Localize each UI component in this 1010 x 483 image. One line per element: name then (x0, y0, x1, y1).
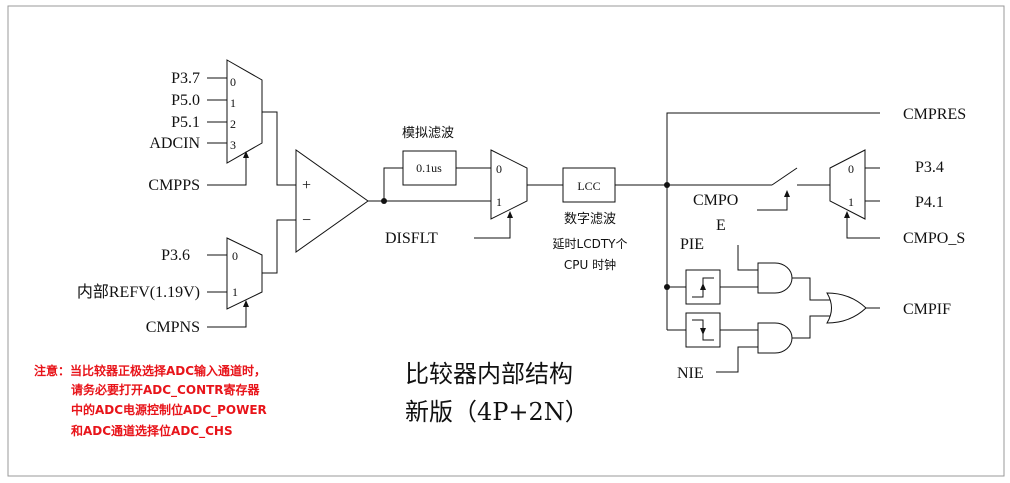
comparator-plus: + (302, 177, 311, 194)
output-cmpres: CMPRES (903, 106, 966, 123)
diagram-title-line2: 新版（4P+2N） (405, 398, 589, 426)
lcc-box (562, 167, 616, 203)
or-gate (826, 292, 867, 324)
negative-mux (226, 237, 263, 310)
output-mux (829, 149, 866, 220)
input-p36: P3.6 (161, 247, 190, 264)
and-gate-nie (757, 322, 793, 354)
out-mux-index-0: 0 (848, 162, 854, 176)
lcc-label: LCC (577, 179, 600, 193)
input-adcin: ADCIN (149, 135, 200, 152)
output-cmpif: CMPIF (903, 301, 951, 318)
output-p34: P3.4 (915, 159, 944, 176)
mux-index-2: 2 (230, 117, 236, 131)
filter-mux (490, 149, 528, 220)
mux-index-1: 1 (230, 96, 236, 110)
cmpoe-line1: CMPO (693, 192, 738, 209)
neg-index-0: 0 (232, 249, 238, 263)
frame-border (7, 5, 1005, 477)
analog-filter-value: 0.1us (416, 161, 442, 175)
select-cmpns: CMPNS (146, 319, 200, 336)
digital-filter-note1: 延时LCDTY个 (553, 237, 628, 251)
mux-index-3: 3 (230, 138, 236, 152)
neg-index-1: 1 (232, 285, 238, 299)
input-refv: 内部REFV(1.19V) (77, 283, 200, 301)
comparator-minus: − (302, 212, 311, 229)
input-mux (226, 59, 263, 164)
input-nie: NIE (677, 365, 704, 382)
digital-filter-caption: 数字滤波 (564, 212, 616, 227)
out-mux-index-1: 1 (848, 195, 854, 209)
filter-mux-index-0: 0 (496, 162, 502, 176)
notice-line2: 请务必要打开ADC_CONTR寄存器 (71, 382, 261, 398)
input-p50: P5.0 (171, 92, 200, 109)
notice-line3: 中的ADC电源控制位ADC_POWER (71, 402, 267, 418)
input-p37: P3.7 (171, 70, 200, 87)
and-gate-pie (757, 262, 793, 294)
analog-filter-box (402, 150, 457, 186)
select-disflt: DISFLT (385, 230, 438, 247)
notice-line4: 和ADC通道选择位ADC_CHS (70, 423, 233, 439)
input-p51: P5.1 (171, 114, 200, 131)
select-cmpps: CMPPS (148, 177, 200, 194)
analog-filter-caption: 模拟滤波 (402, 126, 454, 141)
notice-line1: 注意：当比较器正极选择ADC输入通道时， (34, 363, 266, 378)
input-pie: PIE (680, 236, 704, 253)
output-p41: P4.1 (915, 194, 944, 211)
filter-mux-index-1: 1 (496, 195, 502, 209)
cmpoe-line2: E (716, 217, 726, 234)
mux-index-0: 0 (230, 75, 236, 89)
select-cmpo-s: CMPO_S (903, 230, 965, 247)
comparator (295, 149, 369, 253)
digital-filter-note2: CPU 时钟 (564, 257, 616, 272)
diagram-title-line1: 比较器内部结构 (405, 360, 573, 388)
